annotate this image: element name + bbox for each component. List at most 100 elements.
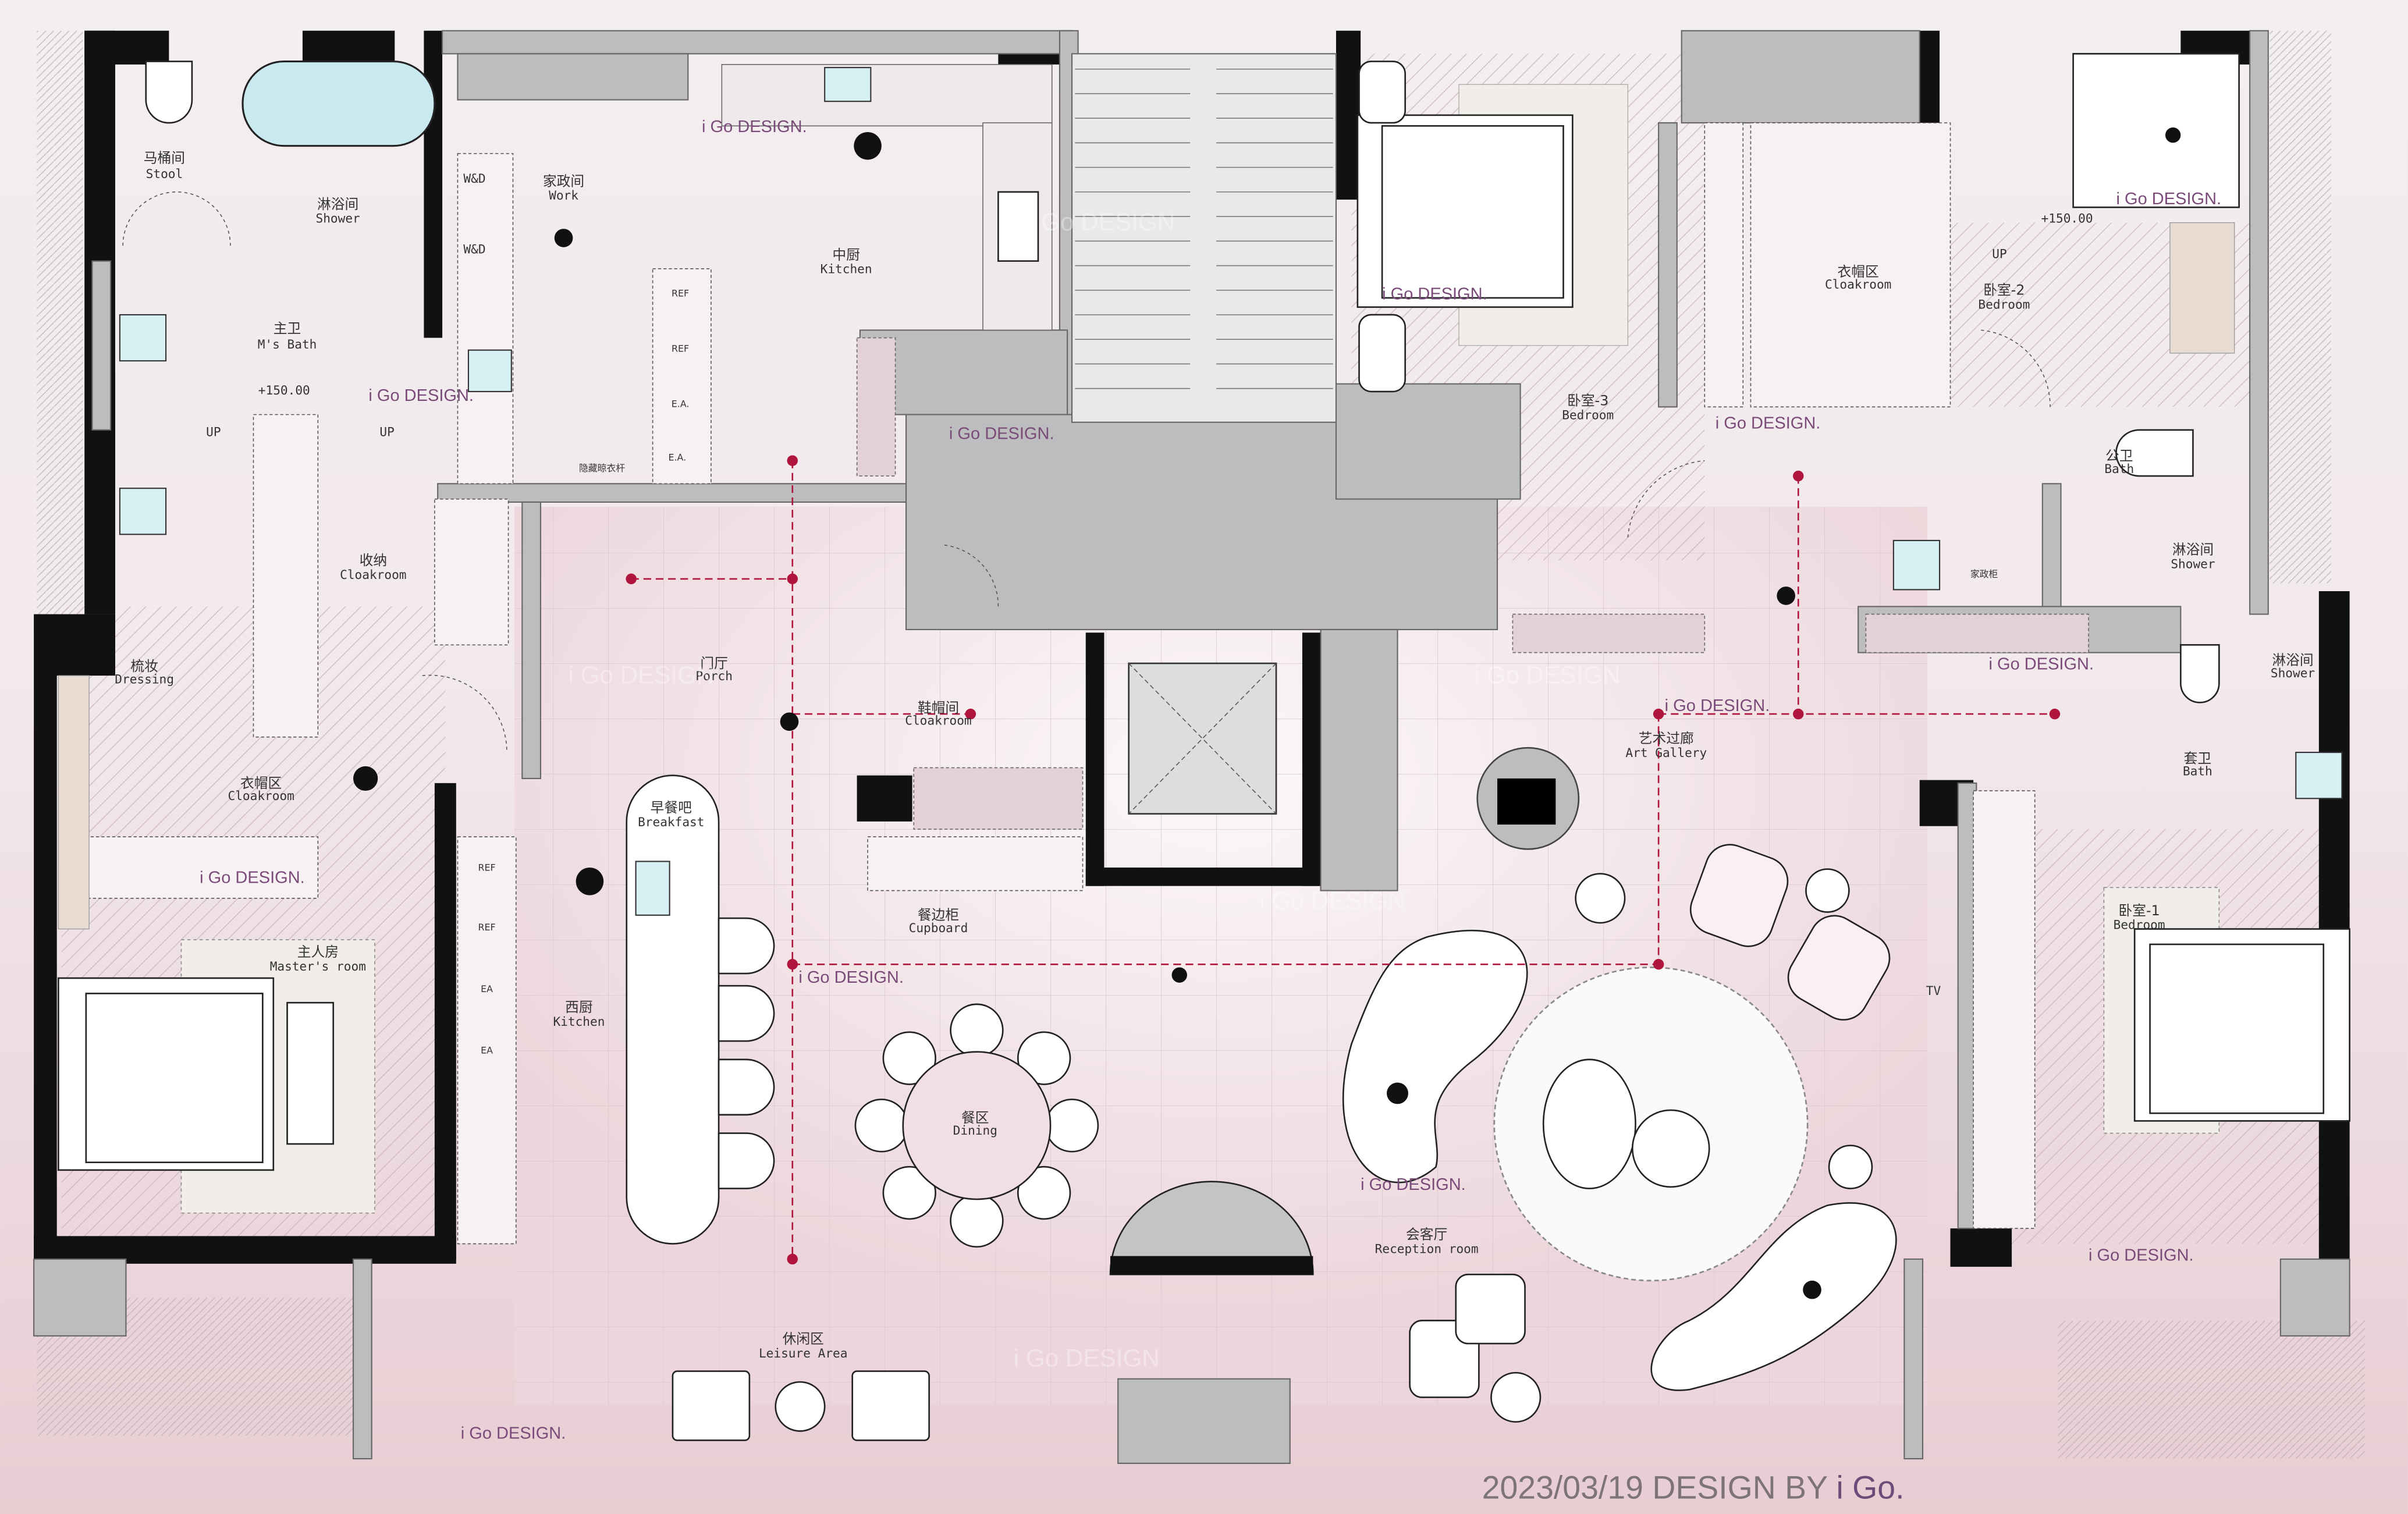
- label-master-cloak-cn: 衣帽区: [240, 775, 282, 791]
- label-hidden-rack: 隐藏晾衣杆: [579, 463, 625, 474]
- staircase: [1071, 53, 1337, 423]
- dining-set: [854, 1003, 1099, 1248]
- cloakroom-cabinet: [253, 414, 319, 738]
- label-leisure-en: Leisure Area: [759, 1346, 848, 1360]
- level-right: +150.00: [2041, 211, 2093, 226]
- bedroom3-wardrobe: [1704, 122, 1744, 408]
- side-table-3: [1828, 1145, 1873, 1189]
- toilet-master: [145, 61, 193, 124]
- label-bedroom1-en: Bedroom: [2114, 918, 2165, 932]
- cupboard-block: [857, 775, 912, 822]
- armchair-2: [1455, 1274, 1526, 1345]
- watermark: i Go DESIGN.: [461, 1424, 566, 1443]
- dining-chair: [1017, 1165, 1071, 1220]
- master-sink-2: [119, 488, 167, 535]
- label-west-kitchen-en: Kitchen: [553, 1014, 605, 1029]
- watermark: i Go DESIGN.: [2089, 1246, 2194, 1265]
- watermark: i Go DESIGN.: [949, 425, 1054, 443]
- label-stool-cn: 马桶间: [144, 150, 185, 166]
- console-base: [1110, 1256, 1313, 1275]
- lounge-chair-2: [1787, 915, 1891, 1021]
- watermarks: i Go DESIGN. i Go DESIGN. i Go DESIGN. i…: [200, 118, 2221, 1443]
- watermark: i Go DESIGN.: [1989, 655, 2094, 674]
- label-suite-bath-en: Bath: [2183, 764, 2212, 779]
- bedroom2-desk: [2169, 222, 2235, 354]
- west-kitchen-ref-1: REF: [478, 862, 496, 873]
- label-shoe-room-en: Cloakroom: [905, 713, 971, 728]
- bath-cabinet: [1865, 613, 2089, 653]
- leisure-side-table: [775, 1381, 826, 1432]
- watermark: i Go DESIGN.: [200, 868, 305, 887]
- watermark: i Go DESIGN.: [702, 118, 807, 136]
- label-gallery-cn: 艺术过廊: [1639, 730, 1694, 747]
- bedroom3-bed: [1356, 61, 1629, 393]
- faint-watermark: i Go DESIGN: [1029, 208, 1175, 236]
- label-shoe-room-cn: 鞋帽间: [918, 699, 959, 716]
- master-cloak-cabinet: [79, 836, 319, 899]
- west-kitchen-ea-1: EA: [481, 983, 493, 994]
- exterior-hatch-right: [2270, 30, 2331, 584]
- label-cupboard-en: Cupboard: [909, 921, 968, 935]
- bedroom1-wardrobe: [1973, 790, 2036, 1229]
- master-sink-1: [119, 314, 167, 362]
- kitchen-ref-2: REF: [672, 343, 689, 354]
- curved-sofa-right: [1650, 1202, 1897, 1391]
- label-porch-en: Porch: [695, 669, 733, 683]
- dining-chair: [882, 1031, 936, 1085]
- dining-chair: [882, 1165, 936, 1220]
- dining-chair: [950, 1003, 1004, 1057]
- kitchen-appliance-column: [652, 268, 712, 485]
- faint-watermark: i Go DESIGN: [1474, 661, 1620, 688]
- label-storage-cn: 收纳: [360, 552, 388, 568]
- label-leisure-cn: 休闲区: [783, 1331, 824, 1347]
- label-master-room-en: Master's room: [270, 959, 366, 973]
- cooktop: [997, 191, 1039, 262]
- work-sink: [467, 349, 512, 392]
- kitchen-sink: [824, 67, 872, 102]
- watermark: i Go DESIGN.: [1665, 696, 1770, 715]
- public-bath-sink: [1892, 539, 1941, 591]
- label-cloak2-en: Cloakroom: [1825, 277, 1891, 292]
- faint-watermark: i Go DESIGN: [1014, 1345, 1160, 1372]
- kitchen-counter: [721, 64, 1053, 127]
- label-porch-cn: 门厅: [700, 655, 728, 671]
- lounge-chair-1: [1689, 844, 1789, 947]
- coffee-table-small: [1631, 1109, 1710, 1188]
- faint-watermark: i Go DESIGN: [1259, 887, 1405, 914]
- label-master-bath-cn: 主卫: [274, 321, 301, 337]
- west-kitchen-cabinet: [457, 836, 517, 1245]
- label-breakfast-en: Breakfast: [638, 815, 704, 829]
- label-bedroom1-cn: 卧室-1: [2119, 902, 2160, 919]
- kitchen-ref-1: REF: [672, 287, 689, 298]
- footer-credit: 2023/03/19 DESIGN BY i Go.: [1482, 1470, 1905, 1506]
- label-dining-cn: 餐区: [961, 1110, 989, 1126]
- watermark: i Go DESIGN.: [1716, 414, 1821, 432]
- exterior-hatch-left: [37, 30, 83, 660]
- pedestal-block: [1497, 778, 1556, 825]
- walls: [34, 30, 2350, 1275]
- label-bedroom3-cn: 卧室-3: [1567, 393, 1608, 409]
- label-public-shower-en: Shower: [2171, 556, 2215, 571]
- dressing-table: [58, 675, 90, 930]
- label-kitchen-cn: 中厨: [832, 247, 860, 263]
- label-dressing-cn: 梳妆: [130, 658, 158, 674]
- elevator-cross: [1128, 663, 1277, 815]
- label-tv: TV: [1926, 983, 1941, 998]
- label-public-bath-en: Bath: [2104, 461, 2134, 476]
- level-left: +150.00: [258, 383, 310, 397]
- bathtub: [241, 60, 436, 147]
- dimension-lines: [626, 455, 2061, 1265]
- toilet-public: [2115, 429, 2194, 477]
- footer-date: 2023/03/19 DESIGN BY: [1482, 1470, 1837, 1506]
- wd-cabinet: [457, 153, 514, 485]
- side-table-4: [1490, 1371, 1542, 1423]
- label-work-cn: 家政间: [543, 173, 584, 189]
- label-master-cloak-en: Cloakroom: [228, 788, 294, 803]
- west-kitchen-ref-2: REF: [478, 922, 496, 933]
- curved-sofa-left: [1342, 930, 1528, 1184]
- label-suite-shower-cn: 淋浴间: [2272, 652, 2313, 669]
- porch-cabinet: [434, 498, 509, 646]
- door-swings: [122, 191, 2051, 753]
- up-label-3: UP: [1992, 246, 2006, 261]
- watermark: i Go DESIGN.: [1382, 285, 1487, 304]
